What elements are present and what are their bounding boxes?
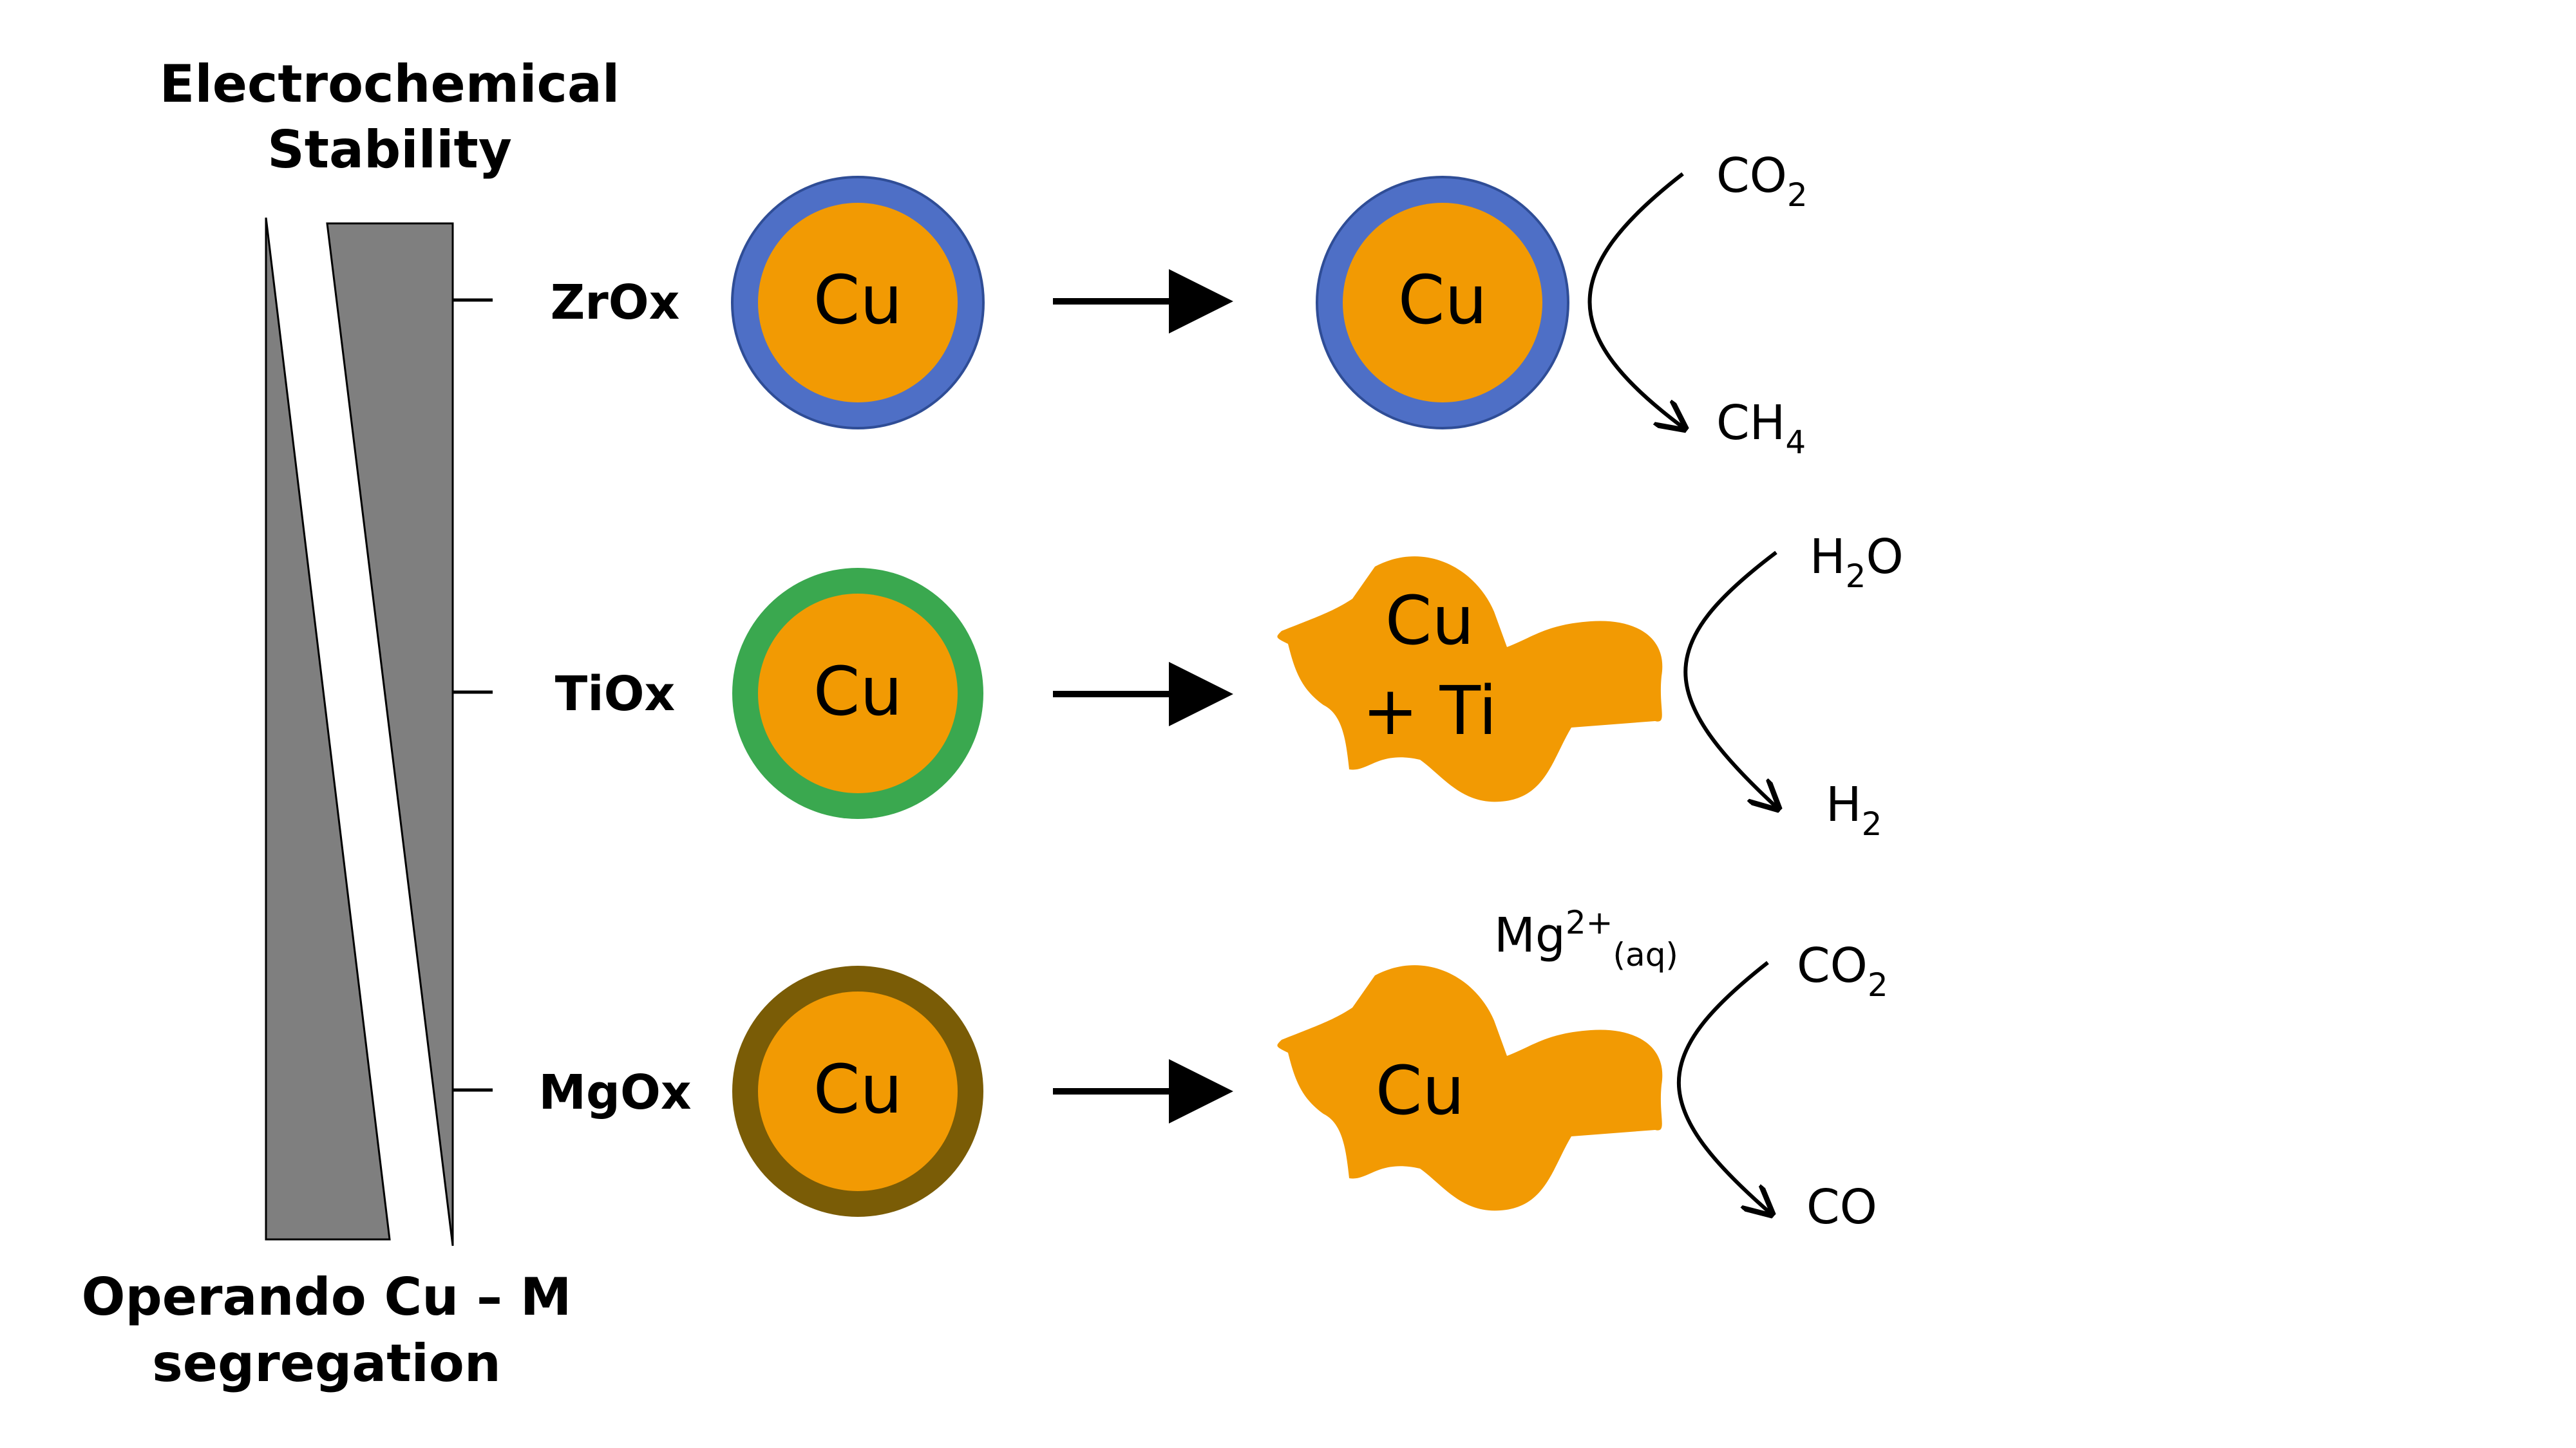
mgox-ion-note: Mg2+(aq) (1494, 904, 1678, 973)
mgox-product-bottom: CO (1806, 1180, 1877, 1235)
zrox-result-cu-core (1343, 203, 1542, 402)
oxide-label-zrox: ZrOx (551, 275, 680, 330)
axis-bottom-label-line2: segregation (152, 1333, 501, 1393)
mgox-product-top: CO2 (1797, 938, 1888, 1004)
mgox-cu-core (758, 992, 958, 1191)
axis-bottom-label-line1: Operando Cu – M (82, 1267, 572, 1327)
zrox-cu-core (758, 203, 958, 402)
tiox-core-label: Cu (813, 652, 903, 731)
tiox-result-line1: Cu (1385, 581, 1475, 660)
zrox-core-label: Cu (813, 261, 903, 339)
oxide-label-mgox: MgOx (538, 1065, 691, 1120)
mgox-segregated-blob (1277, 965, 1663, 1211)
mgox-core-label: Cu (813, 1050, 903, 1129)
mgox-result-label: Cu (1376, 1051, 1465, 1130)
zrox-result-label: Cu (1398, 261, 1488, 339)
stability-wedge (326, 222, 454, 1246)
tiox-result-line2: + Ti (1362, 672, 1497, 750)
zrox-product-bottom: CH4 (1716, 395, 1806, 461)
oxide-label-tiox: TiOx (555, 666, 675, 722)
axis-top-label-line2: Stability (267, 120, 512, 180)
zrox-product-curve (1587, 172, 1684, 428)
tiox-product-top: H2O (1810, 529, 1904, 595)
zrox-product-top: CO2 (1716, 148, 1808, 214)
tiox-segregated-blob (1277, 556, 1663, 802)
segregation-wedge (265, 217, 391, 1241)
tiox-product-bottom: H2 (1826, 777, 1882, 843)
tiox-cu-core (758, 594, 958, 793)
tiox-product-curve (1683, 550, 1777, 808)
axis-top-label-line1: Electrochemical (160, 54, 620, 114)
mgox-product-curve (1676, 961, 1771, 1214)
